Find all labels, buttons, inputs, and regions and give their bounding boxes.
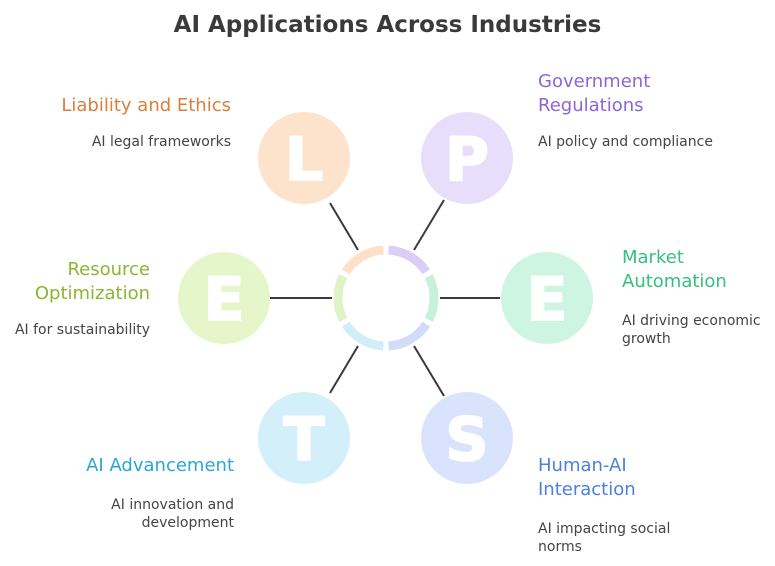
diagram-title: AI Applications Across Industries <box>173 12 602 38</box>
ring-arc-political <box>388 245 431 275</box>
letter-t: T <box>284 405 325 475</box>
desc-liability: AI legal frameworks <box>91 134 231 150</box>
ring-arc-environmental <box>333 274 348 322</box>
label-resource: Resource Optimization <box>34 259 150 304</box>
ring-arc-economic <box>424 274 439 322</box>
desc-resource: AI for sustainability <box>14 322 150 338</box>
node-circle-liability: L <box>258 112 350 204</box>
node-circle-market: E <box>501 252 593 344</box>
letter-s: S <box>445 405 488 475</box>
connector-liability <box>329 202 359 251</box>
letter-l: L <box>285 125 323 195</box>
label-liability: Liability and Ethics <box>61 95 231 116</box>
label-advancement: AI Advancement <box>86 455 234 476</box>
node-circle-social: S <box>421 392 513 484</box>
desc-advancement: AI innovation and development <box>111 497 234 531</box>
label-market: Market Automation <box>622 247 727 292</box>
letter-p: P <box>445 125 489 195</box>
desc-regulations: AI policy and compliance <box>538 134 713 150</box>
desc-social: AI impacting social norms <box>538 521 671 555</box>
letter-e-environmental: E <box>204 265 245 335</box>
connector-advancement <box>329 345 359 394</box>
letter-e-economic: E <box>527 265 568 335</box>
node-circle-regulations: P <box>421 112 513 204</box>
node-circle-advancement: T <box>258 392 350 484</box>
desc-market: AI driving economic growth <box>622 313 761 347</box>
ring-arc-technological <box>341 321 384 351</box>
label-regulations: Government Regulations <box>538 71 651 116</box>
label-social: Human-AI Interaction <box>538 455 636 500</box>
ring-arc-legal <box>341 245 384 275</box>
connector-social <box>413 345 445 397</box>
connector-regulations <box>413 199 445 251</box>
ring-arc-social <box>388 321 431 351</box>
central-ring <box>333 245 439 351</box>
node-circle-resource: E <box>178 252 270 344</box>
